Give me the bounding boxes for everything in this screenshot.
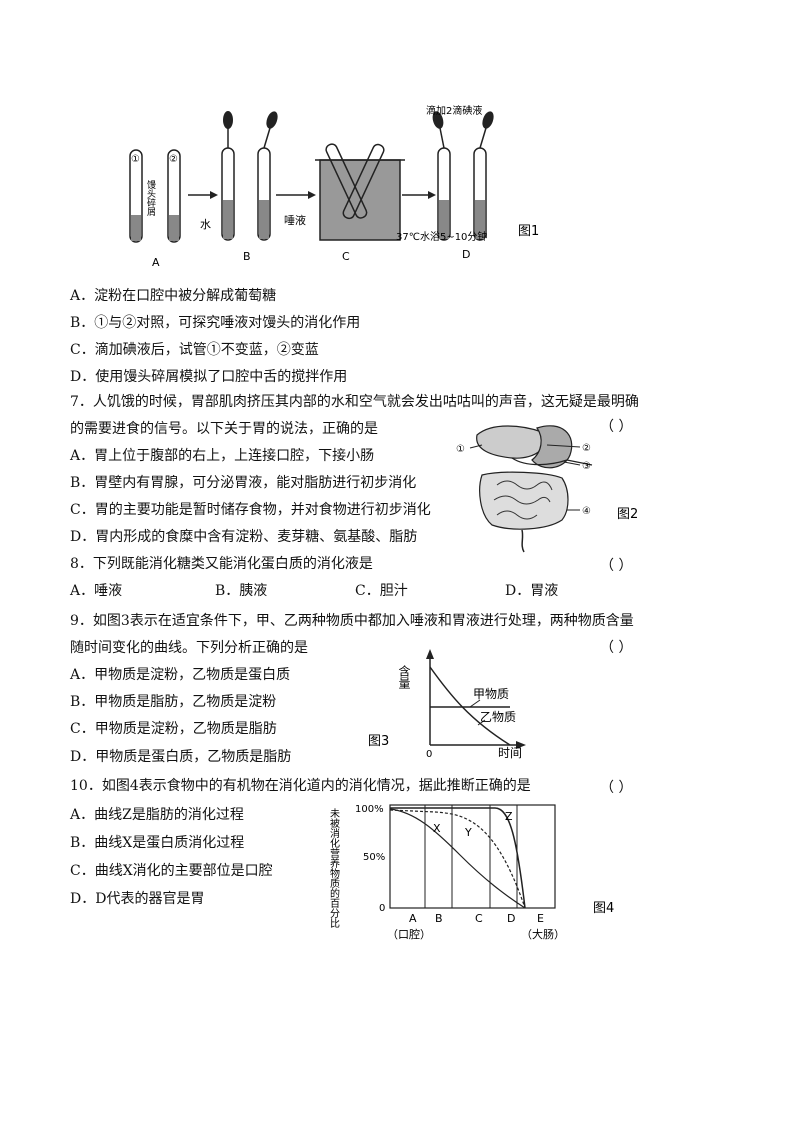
q8-stem: 8．下列既能消化糖类又能消化蛋白质的消化液是	[70, 556, 373, 572]
figure-3-xlabel: 时间	[498, 746, 522, 760]
q9-option-a: A．甲物质是淀粉，乙物质是蛋白质	[70, 667, 291, 683]
step-b: B	[243, 250, 251, 263]
q6-option-b: B．①与②对照，可探究唾液对馒头的消化作用	[70, 315, 361, 331]
q8-option-c: C．胆汁	[355, 583, 408, 599]
figure-3-caption: 图3	[368, 734, 389, 749]
q9-option-d: D．甲物质是蛋白质，乙物质是脂肪	[70, 749, 292, 765]
q9-option-c: C．甲物质是淀粉，乙物质是脂肪	[70, 721, 277, 737]
q8-option-d: D．胃液	[505, 583, 559, 599]
q8-answer-paren: （ ）	[600, 558, 633, 574]
q7-option-a: A．胃上位于腹部的右上，上连接口腔，下接小肠	[70, 448, 375, 464]
organ-mark-1: ①	[456, 444, 465, 455]
tube-1-mark: ①	[131, 154, 140, 165]
q7-stem-line2: 的需要进食的信号。以下关于胃的说法，正确的是	[70, 421, 378, 437]
figure-2-caption: 图2	[617, 507, 638, 522]
figure-1-experiment: ① ② 馒头碎屑 水 唾液 滴加2滴碘液 37℃水浴5~10分钟 A B C D…	[129, 104, 539, 269]
curve-z-label: Z	[505, 810, 513, 823]
q7-stem-line1: 7．人饥饿的时候，胃部肌肉挤压其内部的水和空气就会发出咕咕叫的声音，这无疑是最明…	[70, 394, 639, 410]
bath-label: 37℃水浴5~10分钟	[396, 230, 487, 243]
figure-1-caption: 图1	[518, 224, 539, 239]
q10-stem: 10．如图4表示食物中的有机物在消化道内的消化情况，据此推断正确的是	[70, 778, 531, 794]
step-d: D	[462, 248, 470, 261]
tube-a1	[129, 149, 143, 243]
tube-2-mark: ②	[169, 154, 178, 165]
series-b-curve	[429, 666, 511, 746]
section-a: A	[409, 912, 417, 925]
q10-option-b: B．曲线X是蛋白质消化过程	[70, 835, 245, 851]
figure-3-chart: 含量 0 时间 甲物质 乙物质 图3	[368, 649, 526, 760]
q10-option-c: C．曲线X消化的主要部位是口腔	[70, 863, 273, 879]
y-tick-100: 100%	[355, 804, 384, 815]
y-tick-0: 0	[379, 903, 385, 914]
curve-z	[390, 807, 526, 909]
curve-x	[389, 808, 526, 909]
section-e: E	[537, 912, 544, 925]
curve-y-label: Y	[464, 826, 472, 839]
saliva-label: 唾液	[284, 213, 306, 227]
q10-answer-paren: （ ）	[600, 780, 633, 796]
section-c: C	[475, 912, 483, 925]
figure-2-digestive-system: ① ② ③ ④ 图2	[456, 425, 638, 553]
y-tick-50: 50%	[363, 852, 385, 863]
figure-4-ylabel: 未被消化营养物质的百分比	[328, 808, 340, 928]
step-c: C	[342, 250, 350, 263]
section-e-note: （大肠）	[521, 927, 565, 941]
q10-option-d: D．D代表的器官是胃	[70, 891, 205, 907]
q9-stem-line1: 9．如图3表示在适宜条件下，甲、乙两种物质中都加入唾液和胃液进行处理，两种物质含…	[70, 613, 634, 629]
figure-3-ylabel: 含量	[397, 664, 411, 689]
q6-option-a: A．淀粉在口腔中被分解成葡萄糖	[70, 288, 277, 304]
q7-option-b: B．胃壁内有胃腺，可分泌胃液，能对脂肪进行初步消化	[70, 475, 417, 491]
figure-4-chart: 100% 50% 0 未被消化营养物质的百分比 A B C D E （口腔） （…	[328, 804, 615, 941]
series-b-label: 乙物质	[480, 710, 516, 724]
q9-answer-paren: （ ）	[600, 640, 633, 656]
iodine-label: 滴加2滴碘液	[426, 104, 482, 117]
water-label: 水	[200, 218, 211, 231]
organ-mark-3: ③	[582, 461, 591, 472]
organ-mark-4: ④	[582, 506, 591, 517]
figure-3-origin: 0	[426, 749, 432, 760]
q6-option-c: C．滴加碘液后，试管①不变蓝，②变蓝	[70, 342, 319, 358]
q7-option-c: C．胃的主要功能是暂时储存食物，并对食物进行初步消化	[70, 502, 431, 518]
step-a: A	[152, 256, 160, 269]
q7-answer-paren: （ ）	[600, 419, 633, 435]
q8-option-a: A．唾液	[70, 583, 123, 599]
series-a-label: 甲物质	[473, 687, 509, 701]
section-a-note: （口腔）	[387, 927, 431, 941]
section-d: D	[507, 912, 515, 925]
section-b: B	[435, 912, 443, 925]
organ-mark-2: ②	[582, 443, 591, 454]
q9-stem-line2: 随时间变化的曲线。下列分析正确的是	[70, 640, 308, 656]
q10-option-a: A．曲线Z是脂肪的消化过程	[70, 807, 244, 823]
q8-option-b: B．胰液	[215, 583, 268, 599]
q9-option-b: B．甲物质是脂肪，乙物质是淀粉	[70, 694, 277, 710]
figure-4-caption: 图4	[593, 901, 614, 916]
q7-option-d: D．胃内形成的食糜中含有淀粉、麦芽糖、氨基酸、脂肪	[70, 529, 418, 545]
q6-option-d: D．使用馒头碎屑模拟了口腔中舌的搅拌作用	[70, 369, 348, 385]
mantou-label: 馒头碎屑	[145, 179, 156, 216]
curve-x-label: X	[433, 822, 441, 835]
